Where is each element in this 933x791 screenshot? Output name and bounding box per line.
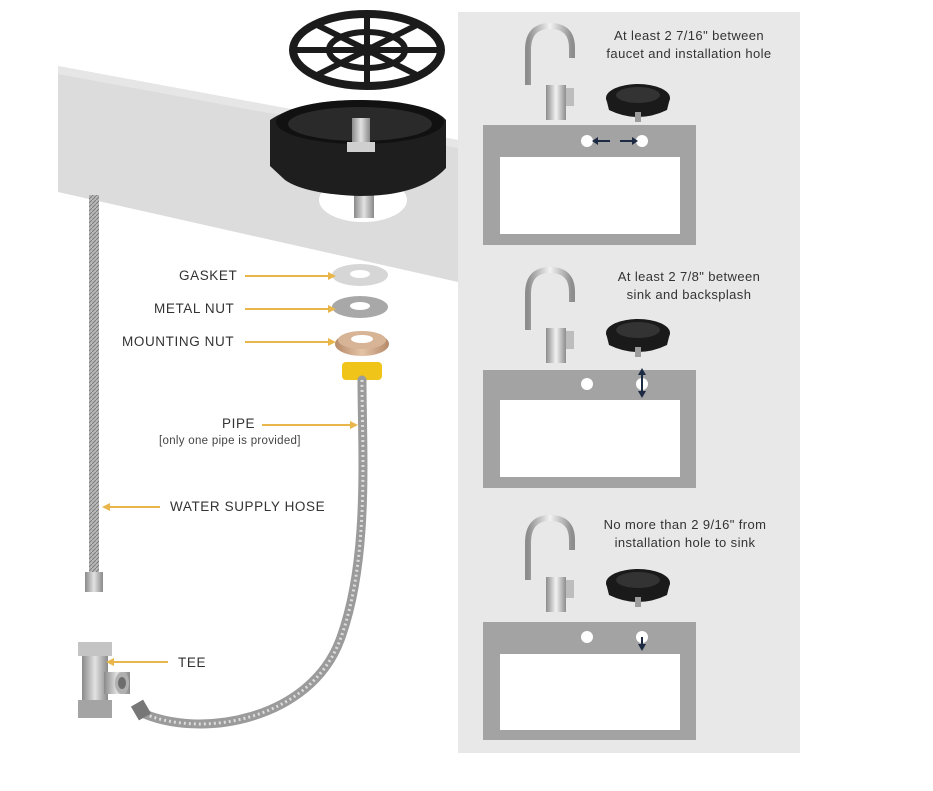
mounting-nut-label: MOUNTING NUT bbox=[122, 334, 235, 349]
panel-2-text: At least 2 7/8" between sink and backspl… bbox=[594, 268, 784, 304]
gasket-label: GASKET bbox=[179, 268, 238, 283]
panel-1-text: At least 2 7/16" between faucet and inst… bbox=[594, 27, 784, 63]
pipe-note: [only one pipe is provided] bbox=[159, 435, 301, 447]
water-supply-hose bbox=[89, 195, 99, 573]
arrow-right-icon bbox=[620, 137, 638, 145]
glass-rinser-icon bbox=[606, 569, 670, 607]
metal-nut-part bbox=[332, 296, 388, 318]
gasket-part bbox=[332, 264, 388, 286]
panel-2-line1: At least 2 7/8" between bbox=[617, 269, 761, 284]
arrow-left-icon bbox=[592, 137, 610, 145]
faucet-icon bbox=[525, 514, 575, 612]
mounting-nut-part bbox=[335, 331, 389, 356]
panel-2-line2: sink and backsplash bbox=[626, 287, 752, 302]
water-supply-hose-label: WATER SUPPLY HOSE bbox=[170, 499, 326, 514]
pipe-connector-nut bbox=[342, 362, 382, 380]
panel-3-line2: installation hole to sink bbox=[614, 535, 756, 550]
glass-rinser-icon bbox=[606, 319, 670, 357]
panel-3-line1: No more than 2 9/16" from bbox=[603, 517, 767, 532]
countertop bbox=[58, 66, 458, 282]
glass-rinser-icon bbox=[606, 84, 670, 122]
tee-label: TEE bbox=[178, 655, 207, 670]
tee-fitting bbox=[78, 642, 130, 718]
glass-rinser-icon bbox=[270, 10, 446, 196]
panel-1-line2: faucet and installation hole bbox=[606, 46, 772, 61]
arrow-updown-icon bbox=[638, 368, 646, 398]
pipe-label: PIPE bbox=[222, 416, 256, 431]
faucet-icon bbox=[525, 266, 575, 363]
arrow-down-icon bbox=[638, 637, 646, 651]
faucet-icon bbox=[525, 22, 575, 120]
panel-1-line1: At least 2 7/16" between bbox=[613, 28, 765, 43]
panel-3-text: No more than 2 9/16" from installation h… bbox=[590, 516, 780, 552]
metal-nut-label: METAL NUT bbox=[154, 301, 235, 316]
